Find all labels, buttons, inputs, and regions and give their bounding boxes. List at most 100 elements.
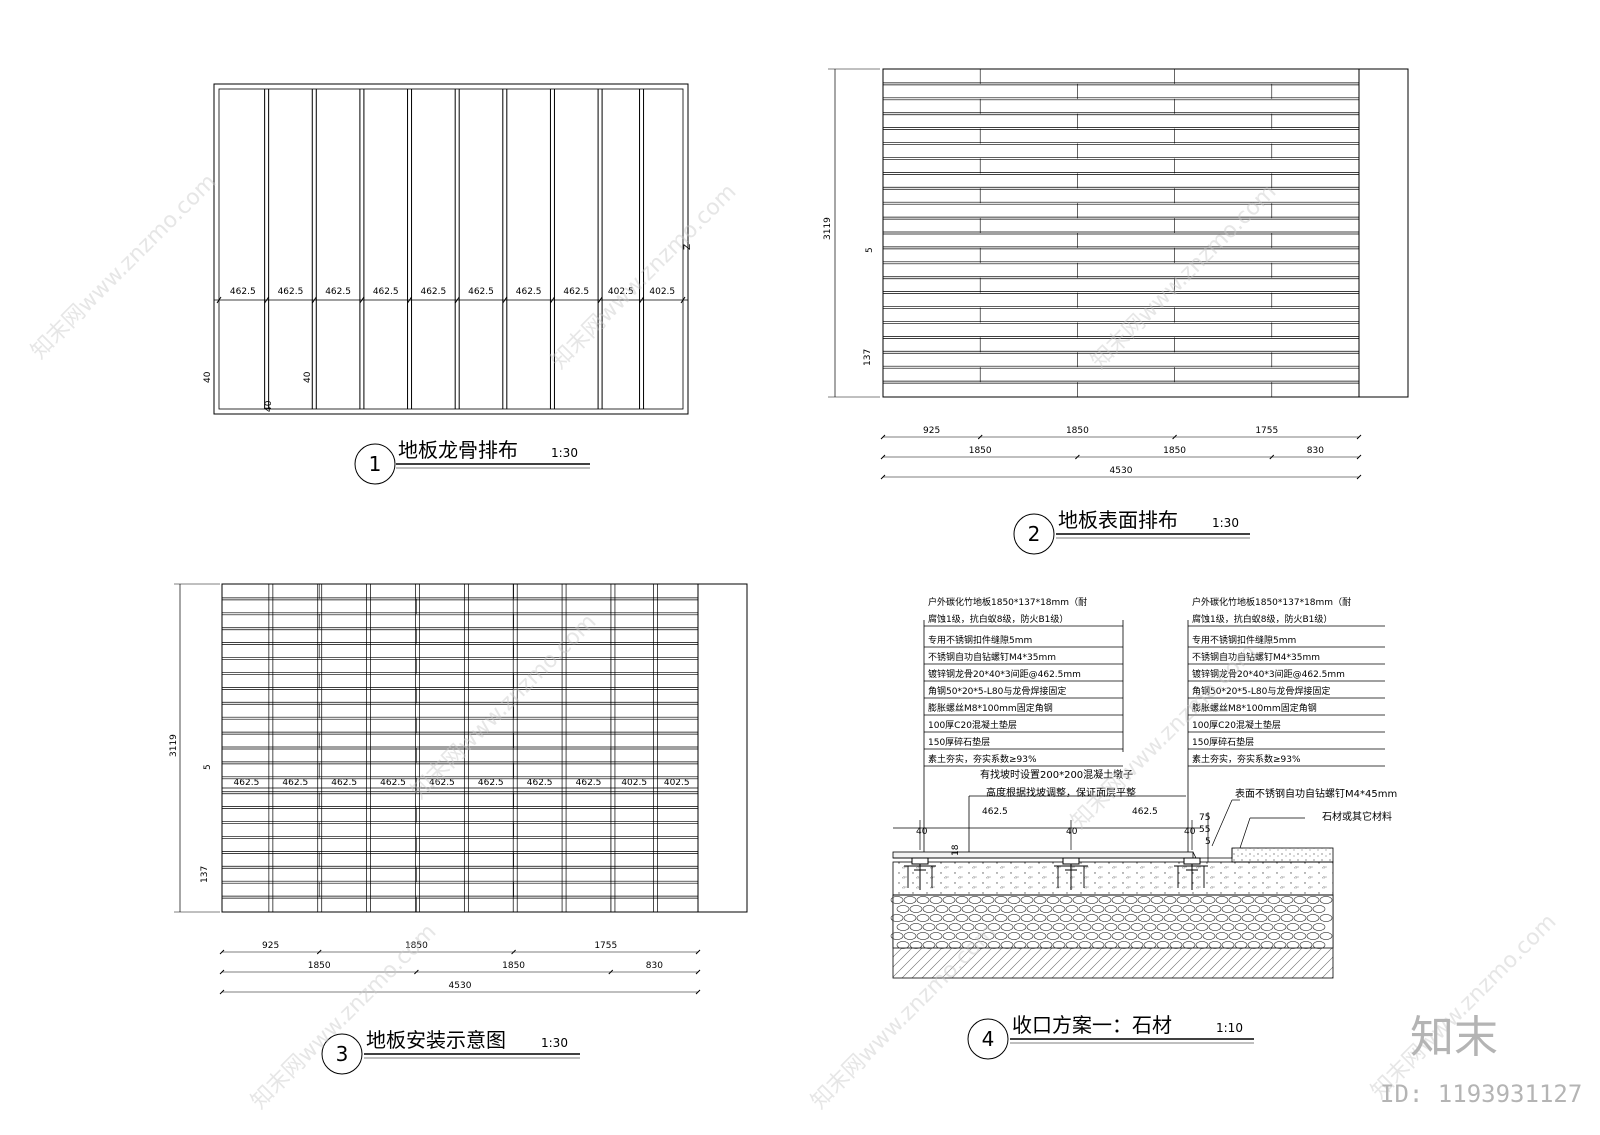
- dim-tick: [219, 969, 225, 975]
- stone-height-75: 75: [1199, 813, 1210, 823]
- note-line: 素土夯实，夯实系数≥93%: [928, 753, 1037, 765]
- site-watermark: 知末网www.znzmo.com: [1067, 639, 1262, 834]
- drawing-scale: 1:10: [1216, 1021, 1243, 1035]
- width-dimensions: [880, 434, 1362, 480]
- bamboo-board-layer: [892, 851, 1194, 859]
- dim-tick: [550, 296, 555, 304]
- spacing-label: 462.5: [527, 778, 553, 788]
- total-width-label: 4530: [1110, 466, 1133, 476]
- site-watermark: 知末网www.znzmo.com: [1367, 909, 1562, 1104]
- note-line: 腐蚀1级，抗白蚁8级，防火B1级）: [1192, 613, 1332, 625]
- drawing-number: 3: [336, 1042, 349, 1066]
- spacing-label: 462.5: [380, 778, 406, 788]
- spacing-label: 462.5: [278, 287, 304, 297]
- stone-gap-5: 5: [1205, 837, 1211, 847]
- width-dim-label: 1850: [405, 941, 428, 951]
- drawing-title: 地板安装示意图: [366, 1028, 506, 1052]
- dim-tick: [316, 949, 322, 955]
- stone-note: 石材或其它材料: [1322, 810, 1392, 823]
- joist-frame-outer: [213, 83, 689, 415]
- floor-boards: [222, 584, 698, 912]
- stone-height-55: 55: [1199, 825, 1210, 835]
- drawing-number-circle: [321, 1033, 363, 1075]
- site-watermark: 知末网www.znzmo.com: [27, 169, 222, 364]
- spacing-ticks: [216, 296, 686, 304]
- spacing-label: 462.5: [331, 778, 357, 788]
- dim-tick: [407, 296, 412, 304]
- joist-spacing-b: 462.5: [1132, 807, 1158, 817]
- board-dim-label: 137: [863, 349, 873, 366]
- dim-tick: [1172, 434, 1177, 440]
- gap-dim-label: 5: [865, 247, 875, 253]
- width-dim-label: 1850: [1163, 446, 1186, 456]
- note-line: 户外碳化竹地板1850*137*18mm（耐: [1192, 596, 1351, 608]
- drawing-number: 2: [1028, 522, 1041, 546]
- dim-tick: [219, 949, 225, 955]
- spacing-label: 462.5: [373, 287, 399, 297]
- spacing-label: 462.5: [478, 778, 504, 788]
- installation-frame: [221, 583, 748, 913]
- floor-section: [890, 847, 1334, 979]
- drawing-number-circle: [967, 1018, 1009, 1060]
- member-width-label-b: 40: [303, 371, 313, 383]
- dim-tick: [880, 454, 886, 460]
- drawing-title: 地板表面排布: [1058, 508, 1178, 532]
- note-line: 镀锌钢龙骨20*40*3间距@462.5mm: [1192, 668, 1345, 680]
- note-leaders: [923, 620, 1189, 852]
- dim-tick: [359, 296, 365, 304]
- spacing-label: 462.5: [576, 778, 602, 788]
- spacing-label: 402.5: [621, 778, 647, 788]
- joist-members: [268, 584, 658, 912]
- note-line: 不锈钢自功自钻螺钉M4*35mm: [1192, 651, 1320, 663]
- gravel-layer: [890, 896, 1333, 949]
- dim-tick: [264, 296, 270, 304]
- edge-mark: Z: [683, 244, 693, 250]
- drawing-title: 收口方案一：石材: [1012, 1013, 1172, 1037]
- width-dim-label: 1850: [308, 961, 331, 971]
- dim-tick: [977, 434, 983, 440]
- dim-tick: [454, 296, 460, 304]
- drawing-title: 地板龙骨排布: [398, 438, 518, 462]
- joist-width-a: 40: [916, 827, 928, 837]
- note-line: 镀锌钢龙骨20*40*3间距@462.5mm: [928, 668, 1081, 680]
- spacing-label: 402.5: [608, 287, 634, 297]
- floor-surface-plan: [828, 68, 1409, 480]
- anchor-bolts: [904, 865, 1208, 888]
- spacing-label: 462.5: [516, 287, 542, 297]
- width-dim-label: 1850: [969, 446, 992, 456]
- surface-frame: [882, 68, 1409, 398]
- dim-tick: [511, 949, 516, 955]
- dim-tick: [1269, 454, 1275, 460]
- note-line: 角钢50*20*5-L80与龙骨焊接固定: [928, 685, 1066, 697]
- spacing-label: 462.5: [563, 287, 589, 297]
- note-line: 膨胀螺丝M8*100mm固定角钢: [928, 702, 1053, 714]
- dim-tick: [414, 969, 419, 975]
- section-dimensions: [893, 812, 1209, 862]
- site-watermark: 知末网www.znzmo.com: [407, 609, 602, 804]
- spacing-label: 462.5: [325, 287, 351, 297]
- note-line: 不锈钢自功自钻螺钉M4*35mm: [928, 651, 1056, 663]
- slope-note-line1: 有找坡时设置200*200混凝土墩子: [980, 768, 1133, 781]
- dim-tick: [1356, 454, 1362, 460]
- id-watermark: ID: 1193931127: [1380, 1080, 1582, 1108]
- floor-installation-plan: [174, 583, 748, 995]
- note-line: 专用不锈钢扣件缝隙5mm: [928, 634, 1032, 646]
- joist-width-c: 40: [1184, 827, 1196, 837]
- dim-tick: [695, 949, 701, 955]
- note-line: 100厚C20混凝土垫层: [928, 719, 1017, 731]
- drawing-scale: 1:30: [1212, 516, 1239, 530]
- dim-tick: [597, 296, 603, 304]
- width-dimensions: [219, 949, 701, 995]
- spacing-label: 462.5: [468, 287, 494, 297]
- dim-tick: [216, 296, 222, 304]
- spacing-label: 462.5: [230, 287, 256, 297]
- dim-tick: [680, 296, 686, 304]
- spacing-label: 462.5: [429, 778, 455, 788]
- note-line: 100厚C20混凝土垫层: [1192, 719, 1281, 731]
- drawing-scale: 1:30: [551, 446, 578, 460]
- dim-tick: [608, 969, 614, 975]
